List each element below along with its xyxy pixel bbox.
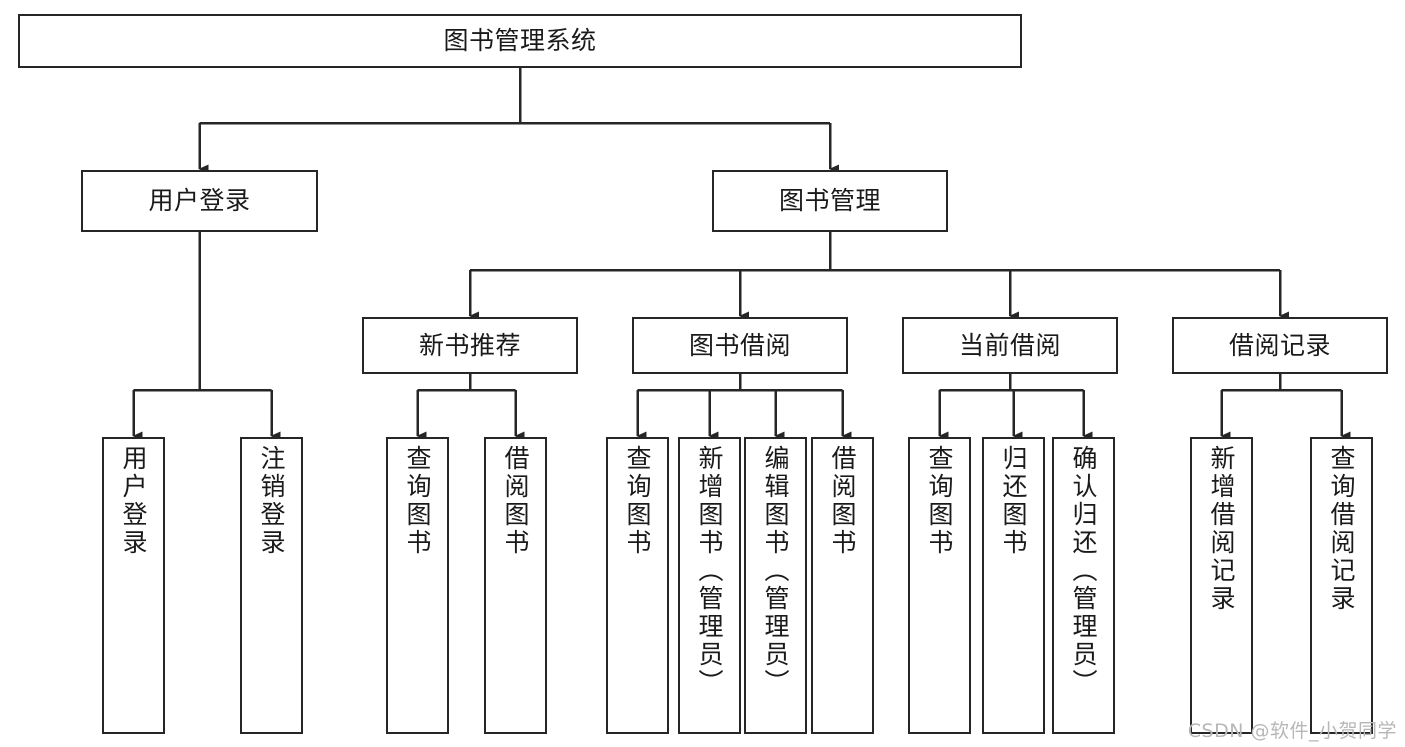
node-label: 归还图书 xyxy=(999,445,1028,557)
node-leaf-logout[interactable]: 注销登录 xyxy=(240,437,303,734)
node-label: 查询图书 xyxy=(623,445,652,557)
node-current-borrowing[interactable]: 当前借阅 xyxy=(902,317,1118,374)
node-label: 图书管理系统 xyxy=(443,26,597,55)
edge-paths xyxy=(132,68,1351,441)
node-book-borrowing[interactable]: 图书借阅 xyxy=(632,317,848,374)
node-label: 查询图书 xyxy=(403,445,432,557)
node-leaf-query-book-current[interactable]: 查询图书 xyxy=(908,437,971,734)
node-leaf-query-book-borrow[interactable]: 查询图书 xyxy=(606,437,669,734)
node-label: 借阅记录 xyxy=(1228,330,1331,360)
node-new-book-recommendation[interactable]: 新书推荐 xyxy=(362,317,578,374)
node-label: 查询图书 xyxy=(925,445,954,557)
node-leaf-borrow-book-recommend[interactable]: 借阅图书 xyxy=(484,437,547,734)
node-label: 当前借阅 xyxy=(958,330,1061,360)
node-label: 新增图书（管理员） xyxy=(695,445,724,697)
node-label: 图书借阅 xyxy=(688,330,791,360)
node-leaf-query-borrow-record[interactable]: 查询借阅记录 xyxy=(1310,437,1373,734)
node-label: 编辑图书（管理员） xyxy=(761,445,790,697)
node-label: 注销登录 xyxy=(257,445,286,557)
node-leaf-borrow-book[interactable]: 借阅图书 xyxy=(811,437,874,734)
node-label: 借阅图书 xyxy=(828,445,857,557)
node-label: 用户登录 xyxy=(148,186,251,215)
node-label: 用户登录 xyxy=(119,445,148,557)
node-borrowing-record[interactable]: 借阅记录 xyxy=(1172,317,1388,374)
node-leaf-user-login[interactable]: 用户登录 xyxy=(102,437,165,734)
node-label: 新增借阅记录 xyxy=(1207,445,1236,613)
node-root-book-management-system[interactable]: 图书管理系统 xyxy=(18,14,1022,68)
node-label: 查询借阅记录 xyxy=(1327,445,1356,613)
node-label: 确认归还（管理员） xyxy=(1069,445,1098,697)
node-leaf-return-book[interactable]: 归还图书 xyxy=(982,437,1045,734)
node-leaf-add-borrow-record[interactable]: 新增借阅记录 xyxy=(1190,437,1253,734)
node-leaf-confirm-return-admin[interactable]: 确认归还（管理员） xyxy=(1052,437,1115,734)
node-leaf-edit-book-admin[interactable]: 编辑图书（管理员） xyxy=(744,437,807,734)
node-leaf-add-book-admin[interactable]: 新增图书（管理员） xyxy=(678,437,741,734)
node-leaf-query-book-recommend[interactable]: 查询图书 xyxy=(386,437,449,734)
node-label: 借阅图书 xyxy=(501,445,530,557)
node-user-login[interactable]: 用户登录 xyxy=(81,170,318,232)
node-book-management[interactable]: 图书管理 xyxy=(712,170,948,232)
node-label: 图书管理 xyxy=(778,186,881,215)
node-label: 新书推荐 xyxy=(418,330,521,360)
